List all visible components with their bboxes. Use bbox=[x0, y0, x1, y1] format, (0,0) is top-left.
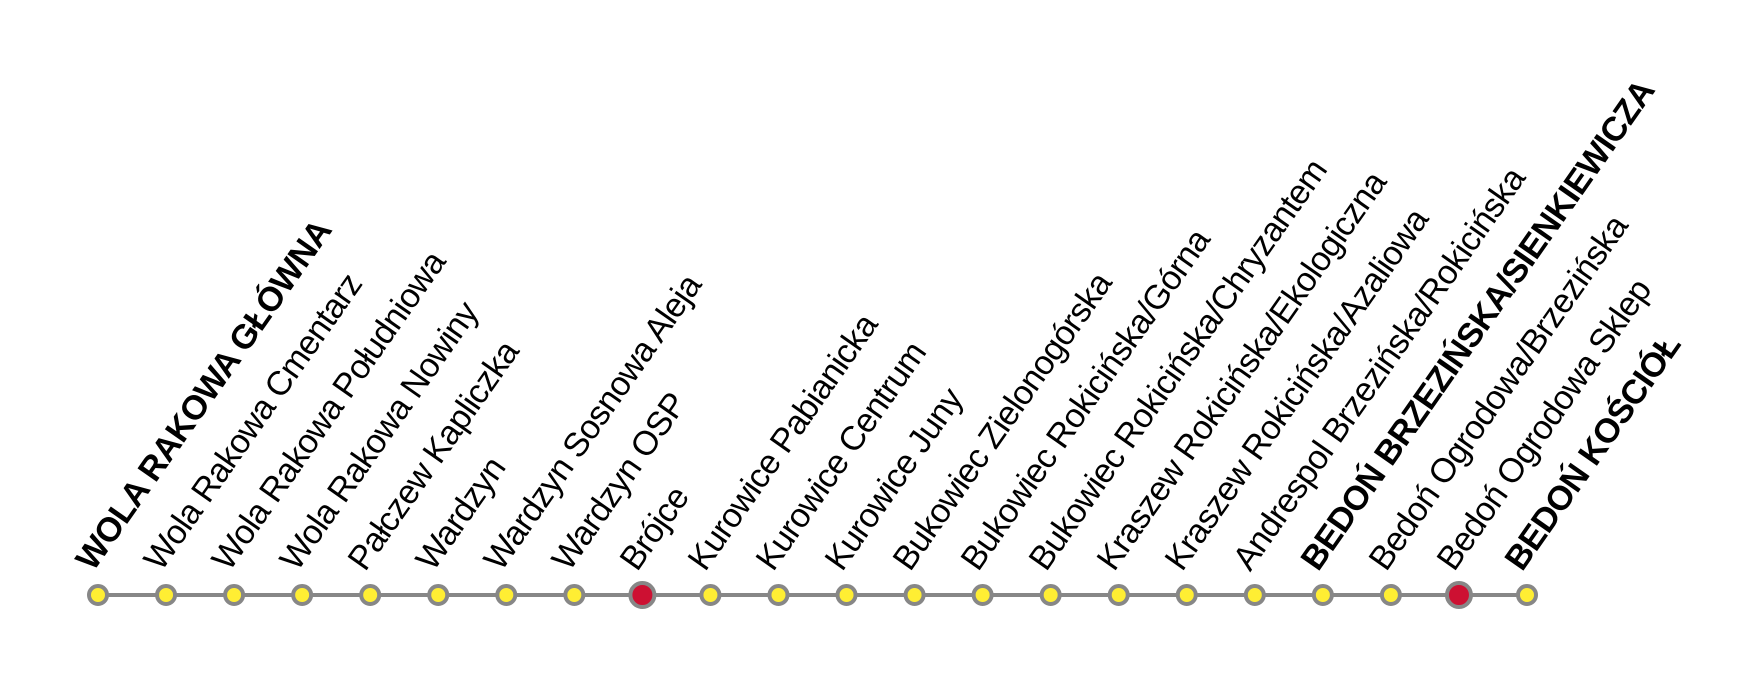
station-dot bbox=[767, 584, 790, 606]
station-dot bbox=[835, 584, 858, 606]
station-dots bbox=[87, 581, 1539, 609]
station-dot-highlighted bbox=[628, 581, 657, 609]
station-dot bbox=[1516, 584, 1539, 606]
station-dot bbox=[291, 584, 314, 606]
station-dot bbox=[359, 584, 382, 606]
station-dot bbox=[563, 584, 586, 606]
station-dot bbox=[1311, 584, 1334, 606]
station-dot bbox=[1039, 584, 1062, 606]
station-dot bbox=[1107, 584, 1130, 606]
station-dot bbox=[1379, 584, 1402, 606]
station-dot bbox=[903, 584, 926, 606]
station-dot bbox=[87, 584, 109, 606]
station-dot bbox=[223, 584, 246, 606]
station-dot bbox=[155, 584, 178, 606]
station-dot-highlighted bbox=[1444, 581, 1473, 609]
station-dot bbox=[495, 584, 518, 606]
station-dot bbox=[1175, 584, 1198, 606]
station-dot bbox=[971, 584, 994, 606]
station-dot bbox=[427, 584, 450, 606]
station-dot bbox=[1243, 584, 1266, 606]
station-dot bbox=[699, 584, 722, 606]
